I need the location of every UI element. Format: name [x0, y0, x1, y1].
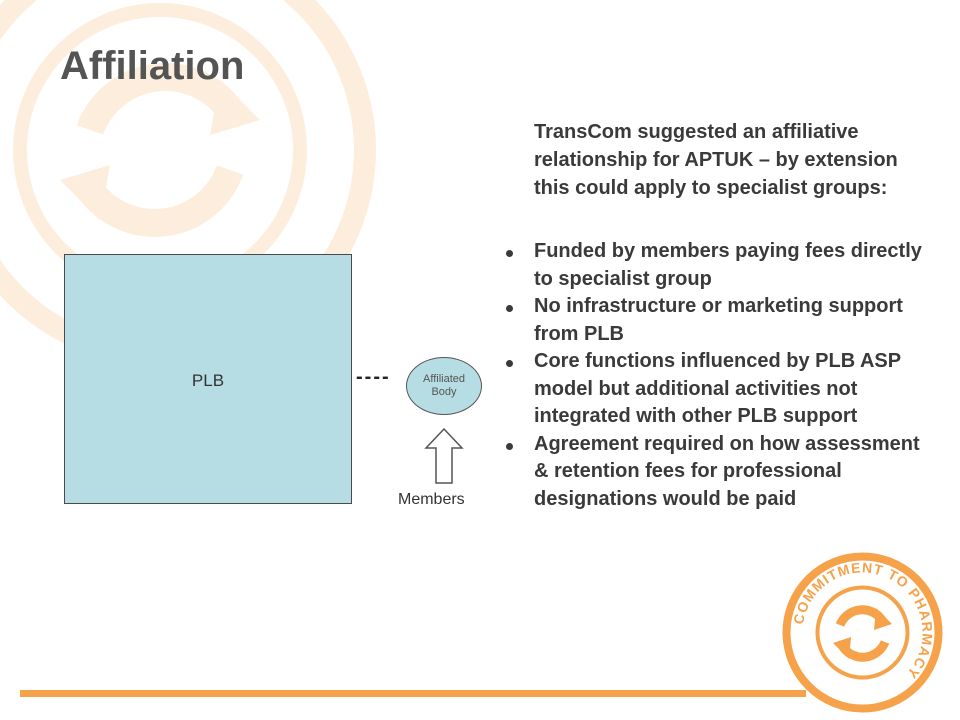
- bullet-text: Funded by members paying fees directly t…: [534, 240, 922, 290]
- bullet-icon: [506, 305, 513, 312]
- bullet-text: Core functions influenced by PLB ASP mod…: [534, 350, 901, 427]
- circular-arrows-icon: [833, 605, 892, 662]
- up-arrow-icon: [424, 428, 464, 484]
- footer-rule: [20, 690, 806, 697]
- list-item: Agreement required on how assessment & r…: [502, 431, 932, 514]
- members-label: Members: [398, 491, 465, 508]
- dashed-connector: ----: [356, 366, 391, 388]
- bullet-list: Funded by members paying fees directly t…: [502, 238, 932, 513]
- list-item: Funded by members paying fees directly t…: [502, 238, 932, 293]
- plb-box: PLB: [64, 254, 352, 504]
- commitment-to-pharmacy-logo: COMMITMENT TO PHARMACY: [782, 552, 943, 713]
- bullet-text: Agreement required on how assessment & r…: [534, 432, 920, 510]
- affiliated-body-ellipse: Affiliated Body: [406, 357, 482, 415]
- intro-text: TransCom suggested an affiliative relati…: [534, 121, 898, 199]
- bullet-icon: [506, 360, 513, 367]
- slide-title: Affiliation: [60, 44, 245, 88]
- plb-label: PLB: [191, 371, 225, 390]
- list-item: No infrastructure or marketing support f…: [502, 293, 932, 348]
- affiliated-body-label: Affiliated Body: [423, 373, 465, 398]
- list-item: Core functions influenced by PLB ASP mod…: [502, 348, 932, 431]
- bullet-text: No infrastructure or marketing support f…: [534, 295, 903, 345]
- bullet-icon: [506, 442, 513, 450]
- bullet-icon: [506, 250, 513, 257]
